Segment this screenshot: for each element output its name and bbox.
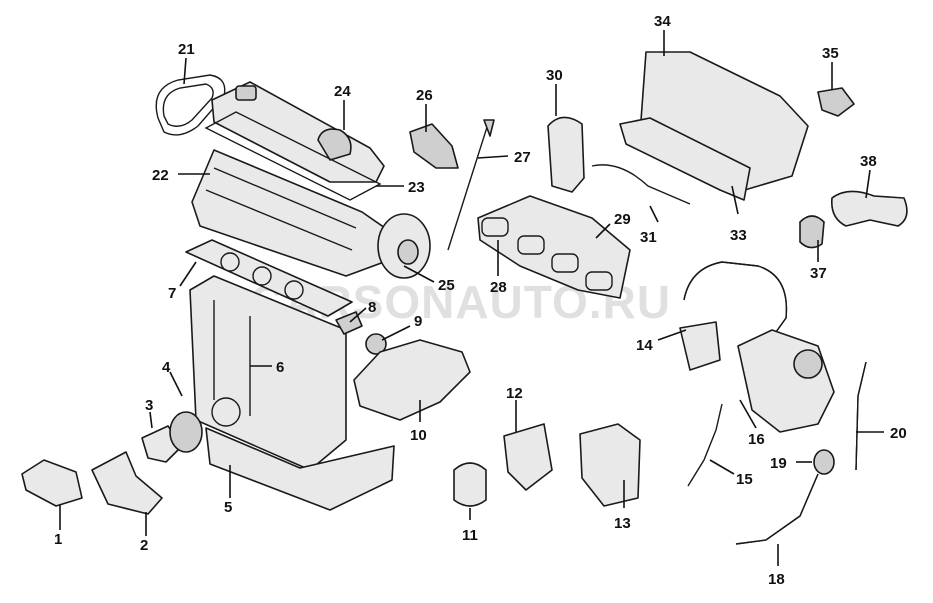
leader-16 bbox=[739, 399, 757, 429]
leader-31 bbox=[649, 205, 659, 223]
callout-1: 1 bbox=[54, 531, 62, 548]
callout-12: 12 bbox=[506, 385, 523, 402]
leader-33 bbox=[731, 185, 739, 215]
callout-7: 7 bbox=[168, 285, 176, 302]
callout-10: 10 bbox=[410, 427, 427, 444]
camshaft-line bbox=[213, 167, 357, 229]
hose-coupling bbox=[799, 215, 825, 249]
crank-pulley bbox=[211, 397, 241, 427]
callout-31: 31 bbox=[640, 229, 657, 246]
bore-2 bbox=[252, 266, 272, 286]
lower-hose-fill bbox=[735, 473, 819, 545]
callout-29: 29 bbox=[614, 211, 631, 228]
egr-pipe bbox=[591, 164, 691, 205]
oil-pump bbox=[91, 451, 163, 515]
oil-feed-pipe bbox=[687, 403, 723, 487]
air-hose bbox=[830, 190, 908, 227]
oil-filler-cap bbox=[317, 128, 352, 161]
manifold-port-1 bbox=[481, 217, 509, 237]
intake-pipe-fill bbox=[683, 261, 788, 333]
callout-34: 34 bbox=[654, 13, 671, 30]
return-pipe-fill bbox=[855, 361, 867, 471]
callout-38: 38 bbox=[860, 153, 877, 170]
turbo-inlet bbox=[793, 349, 823, 379]
fitting-35 bbox=[817, 87, 855, 117]
callout-15: 15 bbox=[736, 471, 753, 488]
callout-28: 28 bbox=[490, 279, 507, 296]
camshaft-line-2 bbox=[205, 189, 353, 251]
leader-25 bbox=[403, 265, 435, 283]
callout-25: 25 bbox=[438, 277, 455, 294]
callout-6: 6 bbox=[276, 359, 284, 376]
timing-belt bbox=[155, 74, 226, 136]
callout-23: 23 bbox=[408, 179, 425, 196]
manifold-port-3 bbox=[551, 253, 579, 273]
callout-14: 14 bbox=[636, 337, 653, 354]
manifold-port-2 bbox=[517, 235, 545, 255]
callout-37: 37 bbox=[810, 265, 827, 282]
callout-26: 26 bbox=[416, 87, 433, 104]
intake-elbow bbox=[679, 321, 721, 371]
dipstick bbox=[447, 123, 489, 251]
callout-13: 13 bbox=[614, 515, 631, 532]
leader-38 bbox=[865, 169, 871, 199]
callout-19: 19 bbox=[770, 455, 787, 472]
fuel-filter bbox=[503, 423, 553, 491]
bore-1 bbox=[220, 252, 240, 272]
dipstick-handle bbox=[483, 119, 495, 137]
cover-gasket bbox=[204, 111, 382, 201]
callout-2: 2 bbox=[140, 537, 148, 554]
leader-29 bbox=[595, 223, 611, 239]
hose-clamp bbox=[813, 449, 835, 475]
water-pump-housing bbox=[353, 339, 471, 421]
callout-18: 18 bbox=[768, 571, 785, 588]
callout-4: 4 bbox=[162, 359, 171, 376]
callout-30: 30 bbox=[546, 67, 563, 84]
oil-filter-end bbox=[169, 411, 203, 453]
callout-11: 11 bbox=[462, 527, 478, 544]
heat-shield bbox=[579, 423, 641, 507]
leader-15 bbox=[709, 459, 735, 475]
callout-24: 24 bbox=[334, 83, 351, 100]
callout-9: 9 bbox=[414, 313, 422, 330]
turbocharger bbox=[737, 329, 835, 433]
oil-pump-cover bbox=[21, 459, 83, 507]
callout-3: 3 bbox=[145, 397, 153, 414]
egr-valve bbox=[547, 116, 585, 193]
callout-5: 5 bbox=[224, 499, 232, 516]
small-filter bbox=[453, 462, 487, 507]
leader-9 bbox=[381, 325, 411, 341]
sensor-26 bbox=[409, 123, 459, 169]
cam-pulley-hub bbox=[397, 239, 419, 265]
oil-pan bbox=[205, 427, 395, 511]
callout-27: 27 bbox=[514, 149, 531, 166]
intake-gasket bbox=[619, 117, 751, 201]
callout-21: 21 bbox=[178, 41, 195, 58]
callout-35: 35 bbox=[822, 45, 839, 62]
manifold-port-4 bbox=[585, 271, 613, 291]
head-gasket bbox=[185, 239, 353, 317]
callout-22: 22 bbox=[152, 167, 169, 184]
leader-14 bbox=[657, 329, 687, 341]
callout-33: 33 bbox=[730, 227, 747, 244]
leader-4 bbox=[169, 371, 183, 397]
bore-3 bbox=[284, 280, 304, 300]
leader-27 bbox=[477, 155, 509, 159]
callout-16: 16 bbox=[748, 431, 765, 448]
leader-8 bbox=[349, 307, 367, 323]
cover-breather bbox=[235, 85, 257, 101]
timing-belt-inner bbox=[162, 83, 214, 127]
leader-7 bbox=[179, 261, 197, 287]
thermostat bbox=[365, 333, 387, 355]
callout-20: 20 bbox=[890, 425, 907, 442]
callout-8: 8 bbox=[368, 299, 376, 316]
leader-21 bbox=[183, 57, 187, 85]
leader-3 bbox=[149, 411, 153, 429]
